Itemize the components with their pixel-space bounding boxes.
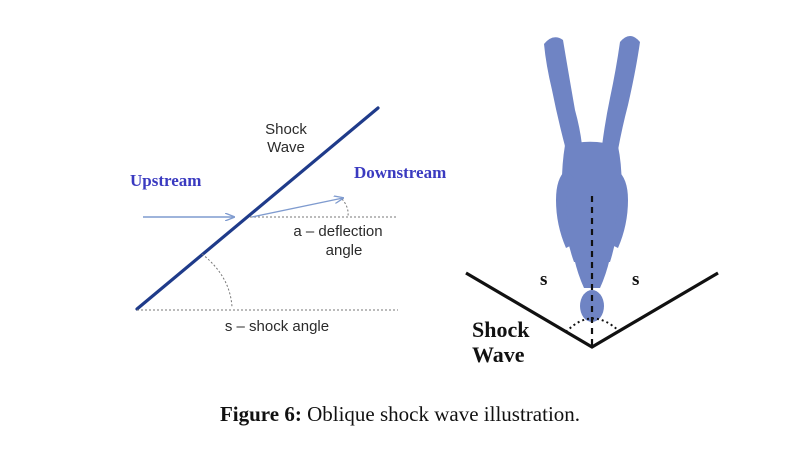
downstream-label: Downstream xyxy=(354,163,446,182)
right-shock-angle-s-label: s xyxy=(632,269,639,290)
deflection-angle-arc xyxy=(341,198,349,217)
shock-wave-label-right-line1: Shock xyxy=(472,317,530,342)
downstream-flow-arrow xyxy=(251,198,343,218)
deflection-angle-label-line2: angle xyxy=(326,242,363,259)
v-shock-wave-line xyxy=(465,271,719,349)
shock-angle-label: s – shock angle xyxy=(225,318,329,335)
figure-caption: Figure 6: Oblique shock wave illustratio… xyxy=(0,402,800,427)
shock-wave-label-line2: Wave xyxy=(267,139,305,156)
head-angle-arc xyxy=(565,317,621,333)
left-shock-angle-s-label: s xyxy=(540,269,547,290)
shock-angle-arc xyxy=(201,253,233,308)
left-oblique-shock-diagram: Shock Wave Upstream Downstream a – defle… xyxy=(130,106,446,335)
shock-wave-label-right-line2: Wave xyxy=(472,342,525,367)
skydiver-silhouette-icon xyxy=(544,36,640,322)
deflection-angle-label-line1: a – deflection xyxy=(293,223,382,240)
right-skydiver-shock-diagram: s s Shock Wave xyxy=(465,36,719,367)
figure-caption-prefix: Figure 6: xyxy=(219,402,302,426)
shock-wave-label-line1: Shock xyxy=(265,121,307,138)
upstream-label: Upstream xyxy=(130,171,201,190)
figure-caption-text: Oblique shock wave illustration. xyxy=(301,402,581,426)
shock-wave-line xyxy=(135,106,380,311)
